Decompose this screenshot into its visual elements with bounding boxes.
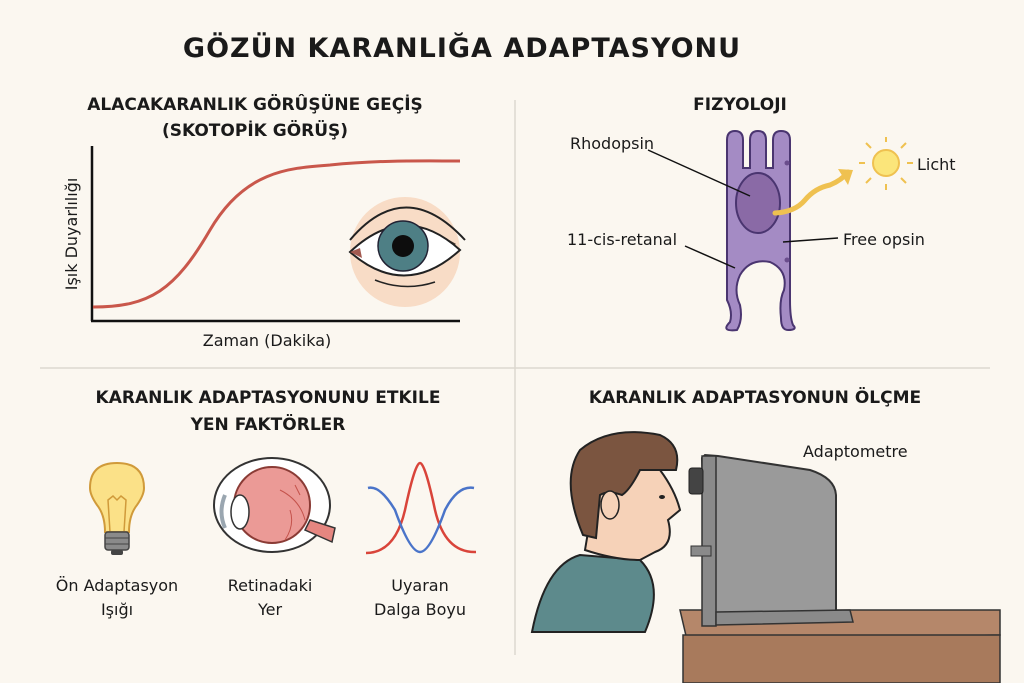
y-axis-label: Işık Duyarlılığı [62,178,81,291]
retinal-label: 11-cis-retanal [567,230,677,249]
wave-icon [365,461,477,555]
factor-1-line2: Işığı [101,600,133,619]
physiology-title: FIZYOLOJI [693,95,787,115]
curve-title-line1: ALACAKARANLIK GÖRÛŞÜNE GEÇİŞ [87,93,423,115]
curve-title-line2: (SKOTOPİK GÖRÜŞ) [162,119,348,141]
main-title: GÖZÜN KARANLIĞA ADAPTASYONU [183,31,741,64]
adaptometer-label: Adaptometre [803,442,908,461]
factors-title-line2: YEN FAKTÖRLER [190,413,346,435]
person-illustration [530,431,682,633]
panel-dark-adaptation-curve: ALACAKARANLIK GÖRÛŞÜNE GEÇİŞ (SKOTOPİK G… [62,93,466,350]
adaptometer-device [688,453,854,627]
panel-measurement: KARANLIK ADAPTASYONUN ÖLÇME Adaptometre [530,386,1001,683]
light-bulb-icon [88,461,146,555]
factor-3-line2: Dalga Boyu [374,600,466,619]
factors-title-line1: KARANLIK ADAPTASYONUNU ETKILE [96,388,441,408]
factor-1-line1: Ön Adaptasyon [56,576,178,595]
x-axis-label: Zaman (Dakika) [203,331,332,350]
light-label: Licht [917,155,956,174]
factor-2-line1: Retinadaki [228,576,313,595]
sun-icon [859,137,913,190]
measurement-title: KARANLIK ADAPTASYONUN ÖLÇME [589,386,921,408]
factor-3-line1: Uyaran [391,576,449,595]
eye-icon [348,197,466,307]
rhodopsin-body [735,172,781,234]
light-arrow [772,169,851,216]
panel-factors: KARANLIK ADAPTASYONUNU ETKILE YEN FAKTÖR… [56,388,477,619]
free-opsin-pointer [782,237,839,243]
retinal-pointer [684,245,736,269]
light-arrowhead [838,169,853,185]
factor-2-line2: Yer [257,600,282,619]
sensitivity-curve [92,159,461,309]
panel-physiology: FIZYOLOJI Rhodopsin 11-cis-retanal Free … [567,95,956,332]
rhodopsin-label: Rhodopsin [570,134,654,153]
free-opsin-label: Free opsin [843,230,925,249]
eyeball-icon [213,457,336,553]
rhodopsin-pointer [647,149,751,197]
